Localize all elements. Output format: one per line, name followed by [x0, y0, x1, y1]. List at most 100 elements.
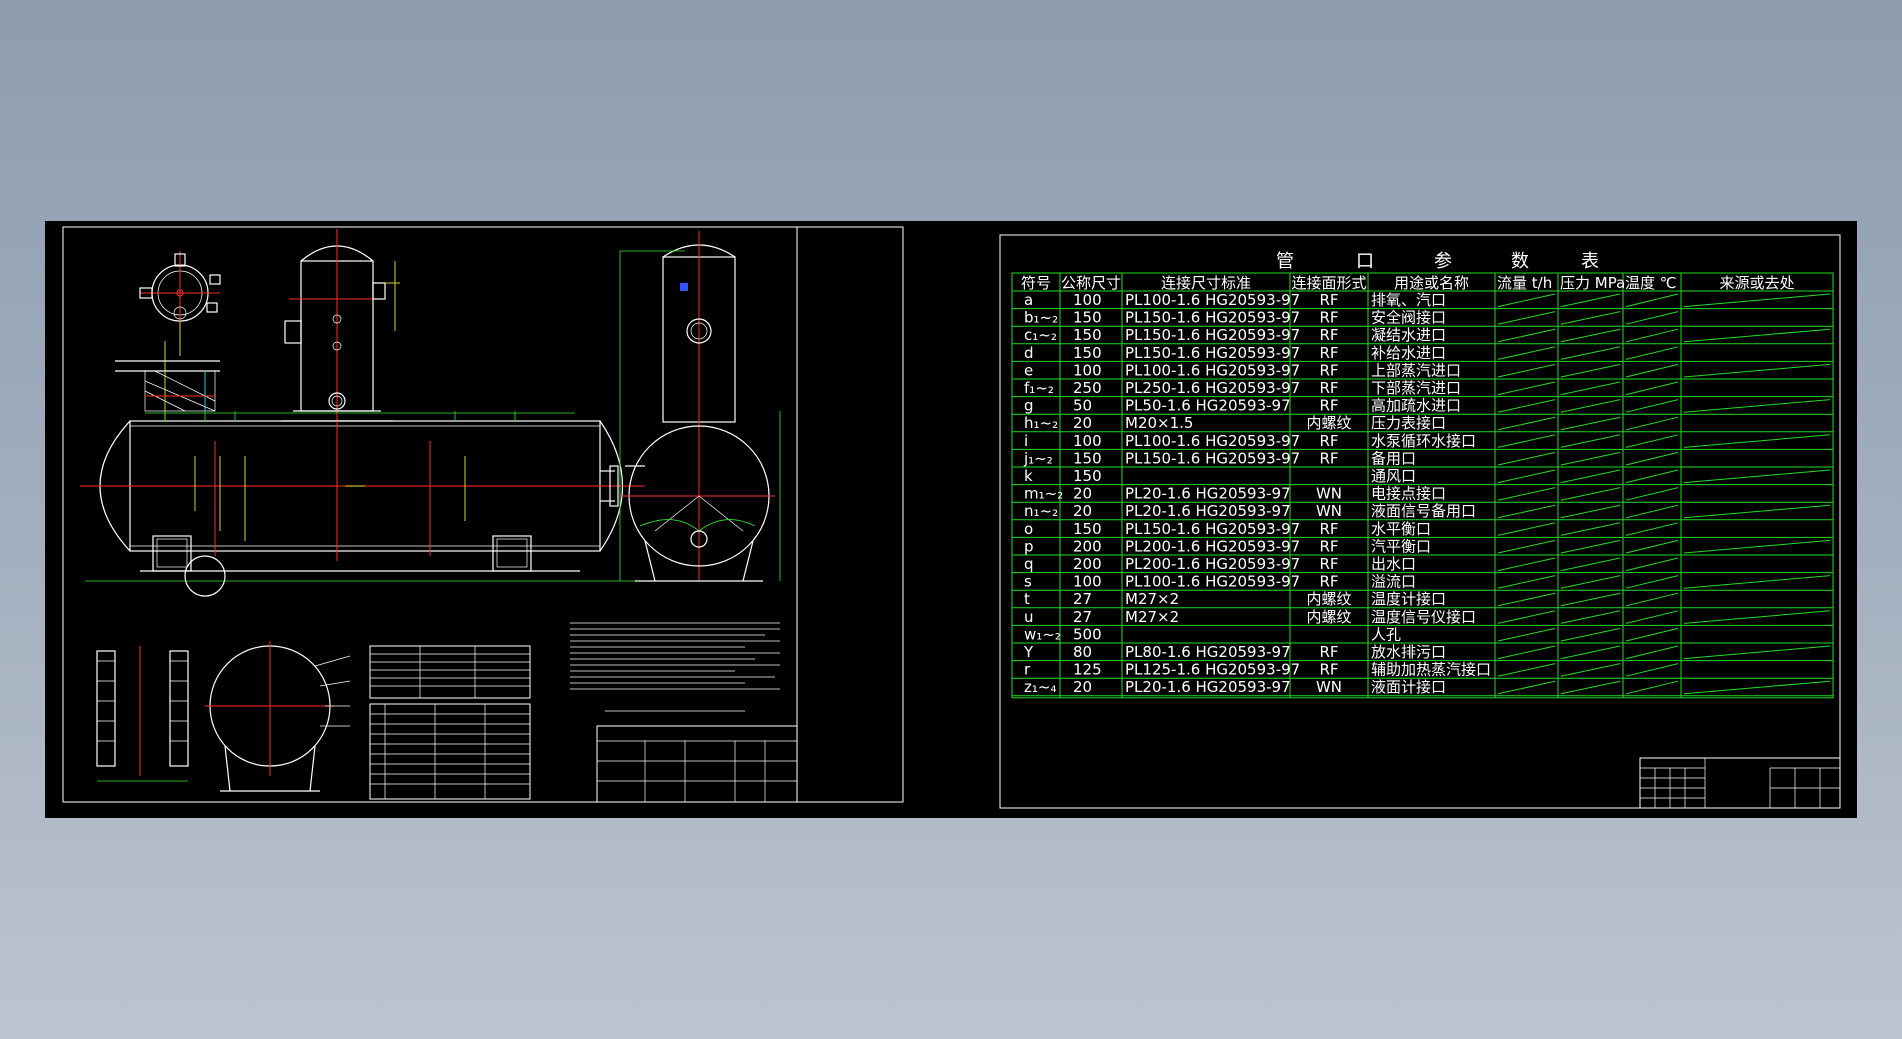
- table-cell: 液面计接口: [1371, 678, 1446, 696]
- table-cell: 内螺纹: [1306, 590, 1351, 608]
- table-cell: 150: [1073, 309, 1102, 327]
- detail-bottom-left: [96, 646, 189, 782]
- table-cell: 高加疏水进口: [1371, 397, 1461, 415]
- table-cell: d: [1024, 344, 1034, 362]
- table-cell: PL100-1.6 HG20593-97: [1125, 432, 1300, 450]
- table-title-char: 数: [1511, 251, 1529, 272]
- table-cell: PL80-1.6 HG20593-97: [1125, 643, 1291, 661]
- table-header-cell: 压力 MPa: [1560, 274, 1625, 292]
- tank-end-view: [619, 231, 781, 582]
- table-cell: PL150-1.6 HG20593-97: [1125, 309, 1300, 327]
- table-header-cell: 公称尺寸: [1061, 274, 1121, 292]
- table-cell: 20: [1073, 414, 1092, 432]
- table-cell: RF: [1319, 309, 1338, 327]
- table-cell: 凝结水进口: [1371, 326, 1446, 344]
- table-cell: w₁~₂: [1024, 625, 1061, 643]
- table-cell: 20: [1073, 502, 1092, 520]
- table-cell: M27×2: [1125, 590, 1179, 608]
- table-cell: PL50-1.6 HG20593-97: [1125, 397, 1291, 415]
- table-row: t 27 M27×2 内螺纹 温度计接口: [1024, 590, 1679, 608]
- table-cell: WN: [1316, 485, 1342, 503]
- table-cell: i: [1024, 432, 1028, 450]
- table-cell: 出水口: [1371, 555, 1416, 573]
- table-cell: 温度信号仪接口: [1371, 608, 1476, 626]
- table-cell: 150: [1073, 467, 1102, 485]
- table-cell: RF: [1319, 520, 1338, 538]
- table-cell: PL150-1.6 HG20593-97: [1125, 344, 1300, 362]
- table-cell: e: [1024, 361, 1033, 379]
- table-cell: b₁~₂: [1024, 309, 1058, 327]
- table-cell: PL150-1.6 HG20593-97: [1125, 520, 1300, 538]
- table-cell: 辅助加热蒸汽接口: [1371, 661, 1491, 679]
- table-cell: RF: [1319, 537, 1338, 555]
- table-cell: m₁~₂: [1024, 485, 1063, 503]
- table-cell: 内螺纹: [1306, 414, 1351, 432]
- table-cell: PL20-1.6 HG20593-97: [1125, 678, 1291, 696]
- table-cell: 内螺纹: [1306, 608, 1351, 626]
- table-cell: RF: [1319, 661, 1338, 679]
- table-cell: RF: [1319, 361, 1338, 379]
- tech-characteristics-table: [369, 645, 531, 800]
- left-drawing-sheet: [62, 226, 904, 803]
- horizontal-tank-front: [80, 411, 645, 597]
- table-cell: k: [1024, 467, 1033, 485]
- table-cell: PL200-1.6 HG20593-97: [1125, 537, 1300, 555]
- table-header-cell: 来源或去处: [1719, 274, 1794, 292]
- table-cell: 下部蒸汽进口: [1371, 379, 1461, 397]
- table-cell: 备用口: [1371, 449, 1416, 467]
- table-cell: 100: [1073, 432, 1102, 450]
- table-header-cell: 温度 ℃: [1625, 274, 1677, 292]
- table-cell: WN: [1316, 502, 1342, 520]
- table-cell: PL20-1.6 HG20593-97: [1125, 485, 1291, 503]
- detail-bottom-round: [205, 641, 351, 792]
- table-cell: RF: [1319, 555, 1338, 573]
- table-cell: RF: [1319, 643, 1338, 661]
- table-cell: PL200-1.6 HG20593-97: [1125, 555, 1300, 573]
- table-title-char: 口: [1356, 251, 1374, 272]
- table-frame: [1011, 272, 1834, 699]
- table-cell: n₁~₂: [1024, 502, 1058, 520]
- table-cell: p: [1024, 537, 1034, 555]
- table-title-char: 表: [1581, 251, 1599, 272]
- table-cell: PL100-1.6 HG20593-97: [1125, 291, 1300, 309]
- table-cell: RF: [1319, 397, 1338, 415]
- table-cell: 汽平衡口: [1371, 537, 1431, 555]
- table-cell: WN: [1316, 678, 1342, 696]
- table-cell: q: [1024, 555, 1034, 573]
- table-cell: 125: [1073, 661, 1102, 679]
- table-cell: PL100-1.6 HG20593-97: [1125, 361, 1300, 379]
- table-cell: Y: [1023, 643, 1034, 661]
- table-row: p 200 PL200-1.6 HG20593-97 RF 汽平衡口: [1024, 537, 1831, 555]
- table-cell: PL100-1.6 HG20593-97: [1125, 573, 1300, 591]
- table-cell: 27: [1073, 590, 1092, 608]
- table-cell: 上部蒸汽进口: [1371, 361, 1461, 379]
- table-cell: RF: [1319, 344, 1338, 362]
- table-cell: o: [1024, 520, 1033, 538]
- table-cell: 水泵循环水接口: [1371, 432, 1476, 450]
- table-cell: 100: [1073, 573, 1102, 591]
- table-cell: 200: [1073, 537, 1102, 555]
- table-cell: s: [1024, 573, 1032, 591]
- table-cell: t: [1024, 590, 1030, 608]
- table-cell: 250: [1073, 379, 1102, 397]
- table-cell: 温度计接口: [1371, 590, 1446, 608]
- table-cell: u: [1024, 608, 1034, 626]
- table-cell: 压力表接口: [1371, 414, 1446, 432]
- table-cell: RF: [1319, 573, 1338, 591]
- table-cell: a: [1024, 291, 1033, 309]
- table-cell: PL150-1.6 HG20593-97: [1125, 449, 1300, 467]
